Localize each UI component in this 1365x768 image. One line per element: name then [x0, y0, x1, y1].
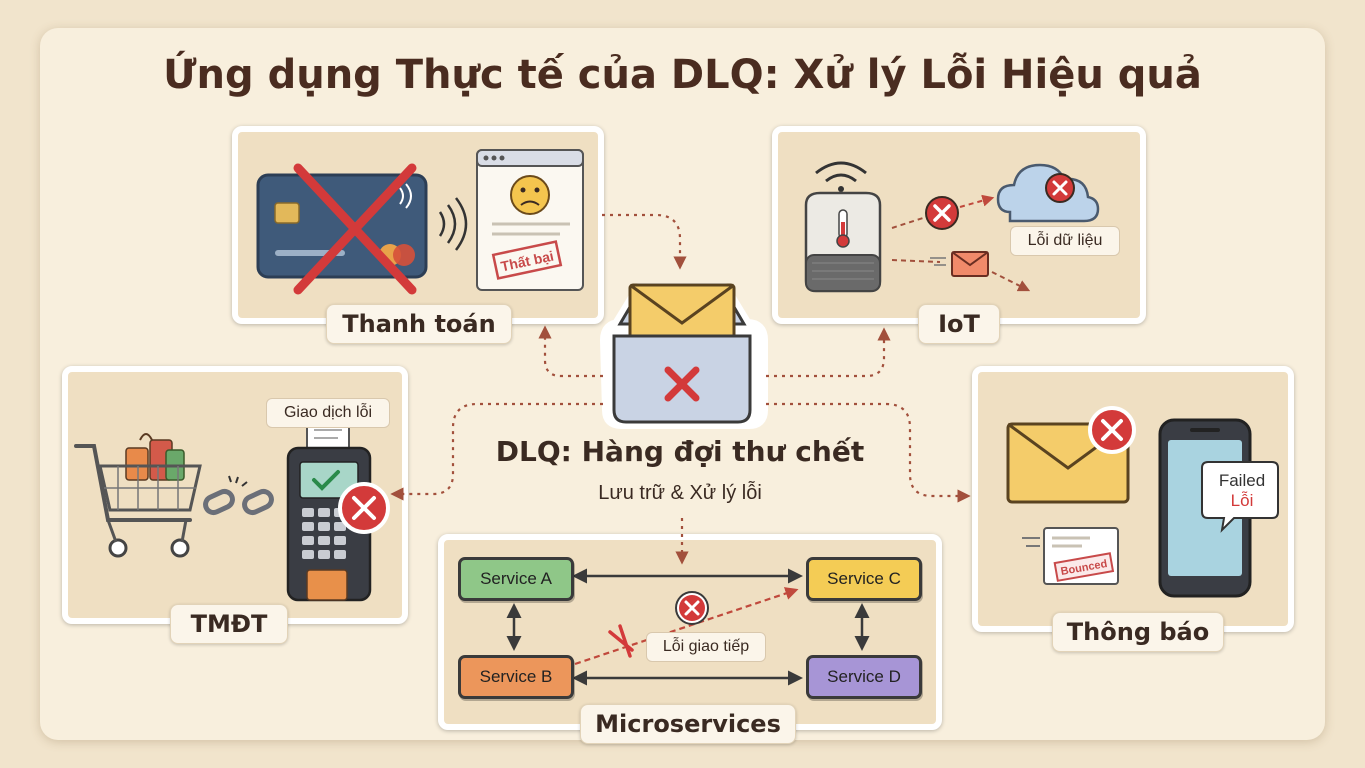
- thermostat-icon: [804, 191, 882, 293]
- iot-arrow-to-cloud: [959, 194, 995, 208]
- label-notification: Thông báo: [1052, 612, 1224, 652]
- label-iot: IoT: [918, 304, 1000, 344]
- smartphone-icon: Failed Lỗi: [1158, 418, 1279, 598]
- failed-speech-bubble: [1201, 461, 1279, 533]
- sad-face-icon: [510, 175, 550, 215]
- arrow-dlq-to-notification: [766, 402, 971, 503]
- credit-card-icon: [256, 163, 428, 295]
- microservices-error-tag: Lỗi giao tiếp: [646, 632, 766, 662]
- cloud-icon: [996, 163, 1100, 223]
- service-a-node: Service A: [458, 557, 574, 601]
- payment-failed-window: Thất bại: [476, 149, 584, 291]
- svg-text:Failed: Failed: [1219, 471, 1265, 490]
- link-b-c-failed: [574, 587, 799, 666]
- dlq-subtitle: Lưu trữ & Xử lý lỗi: [598, 482, 762, 504]
- microservices-error-x-icon: [675, 591, 709, 625]
- label-ecommerce: TMĐT: [170, 604, 288, 644]
- bounced-letter-icon: Bounced: [1022, 527, 1119, 585]
- pos-terminal-icon: [286, 419, 390, 602]
- service-b-node: Service B: [458, 655, 574, 699]
- ecommerce-error-tag: Giao dịch lỗi: [266, 398, 390, 428]
- dlq-title: DLQ: Hàng đợi thư chết: [495, 435, 865, 468]
- iot-arrow-envelope-out: [991, 271, 1031, 292]
- envelope-icon: [1006, 406, 1136, 504]
- iot-arrow-to-error: [891, 216, 927, 229]
- shopping-cart-icon: [74, 433, 202, 558]
- iot-error-tag: Lỗi dữ liệu: [1010, 226, 1120, 256]
- page-title: Ứng dụng Thực tế của DLQ: Xử lý Lỗi Hiệu…: [163, 52, 1202, 98]
- broken-connection-icon: [608, 624, 634, 658]
- service-c-node: Service C: [806, 557, 922, 601]
- service-d-node: Service D: [806, 655, 922, 699]
- label-payment: Thanh toán: [326, 304, 512, 344]
- arrow-dlq-to-iot: [766, 327, 891, 378]
- wifi-icon: [815, 161, 867, 192]
- wifi-signal-icon: [438, 197, 468, 251]
- arrow-dlq-to-ecommerce: [390, 402, 603, 501]
- broken-link-icon: [203, 475, 274, 516]
- arrow-payment-to-dlq: [602, 213, 687, 270]
- data-envelope-icon: [930, 251, 989, 277]
- label-microservices: Microservices: [580, 704, 796, 744]
- iot-error-x-icon: [925, 196, 959, 230]
- dlq-inbox-icon: [600, 283, 768, 429]
- iot-arrow-envelope-in: [891, 259, 941, 263]
- svg-text:Lỗi: Lỗi: [1231, 491, 1254, 510]
- arrow-dlq-to-payment: [538, 325, 603, 378]
